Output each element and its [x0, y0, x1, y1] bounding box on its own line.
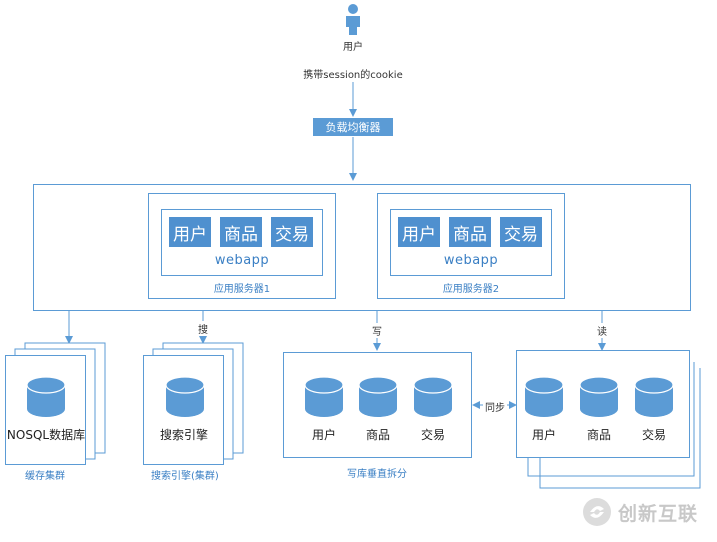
write-db-trade-label: 交易	[420, 428, 446, 442]
watermark-text: 创新互联	[618, 502, 699, 525]
module-trade-2: 交易	[500, 217, 542, 247]
write-db-product-label: 商品	[365, 428, 391, 442]
module-user-1: 用户	[169, 217, 211, 247]
load-balancer-label: 负载均衡器	[325, 121, 381, 134]
search-engine-label: 搜索引擎	[159, 428, 209, 442]
user-label: 用户	[343, 42, 363, 53]
write-connector-label: 写	[372, 323, 382, 338]
app-cluster-box	[33, 184, 691, 311]
read-db-product-label: 商品	[586, 428, 612, 442]
read-db-stack	[527, 362, 701, 489]
user-icon	[346, 4, 360, 35]
module-product-1: 商品	[220, 217, 262, 247]
app-server-1-label: 应用服务器1	[213, 284, 271, 295]
read-db-user-label: 用户	[531, 428, 557, 442]
nosql-db-label: NOSQL数据库	[6, 428, 86, 442]
search-cluster-box	[143, 355, 224, 465]
watermark: 创新互联	[582, 497, 698, 527]
read-db-trade-label: 交易	[641, 428, 667, 442]
module-user-2: 用户	[398, 217, 440, 247]
cache-cluster-caption: 缓存集群	[25, 471, 65, 482]
session-annotation: 携带session的cookie	[301, 66, 405, 81]
load-balancer: 负载均衡器	[313, 118, 393, 136]
webapp-label-2: webapp	[443, 253, 499, 268]
search-connector-label: 搜	[198, 321, 208, 336]
webapp-label-1: webapp	[214, 253, 270, 268]
module-product-2: 商品	[449, 217, 491, 247]
search-cluster-caption: 搜索引擎(集群)	[151, 471, 219, 482]
write-db-user-label: 用户	[311, 428, 337, 442]
read-connector-label: 读	[597, 323, 607, 338]
write-db-caption: 写库垂直拆分	[347, 469, 407, 480]
watermark-logo-icon	[583, 498, 611, 526]
sync-label: 同步	[483, 399, 507, 414]
module-trade-1: 交易	[271, 217, 313, 247]
cache-cluster-box	[5, 355, 86, 465]
app-server-2-label: 应用服务器2	[442, 284, 500, 295]
